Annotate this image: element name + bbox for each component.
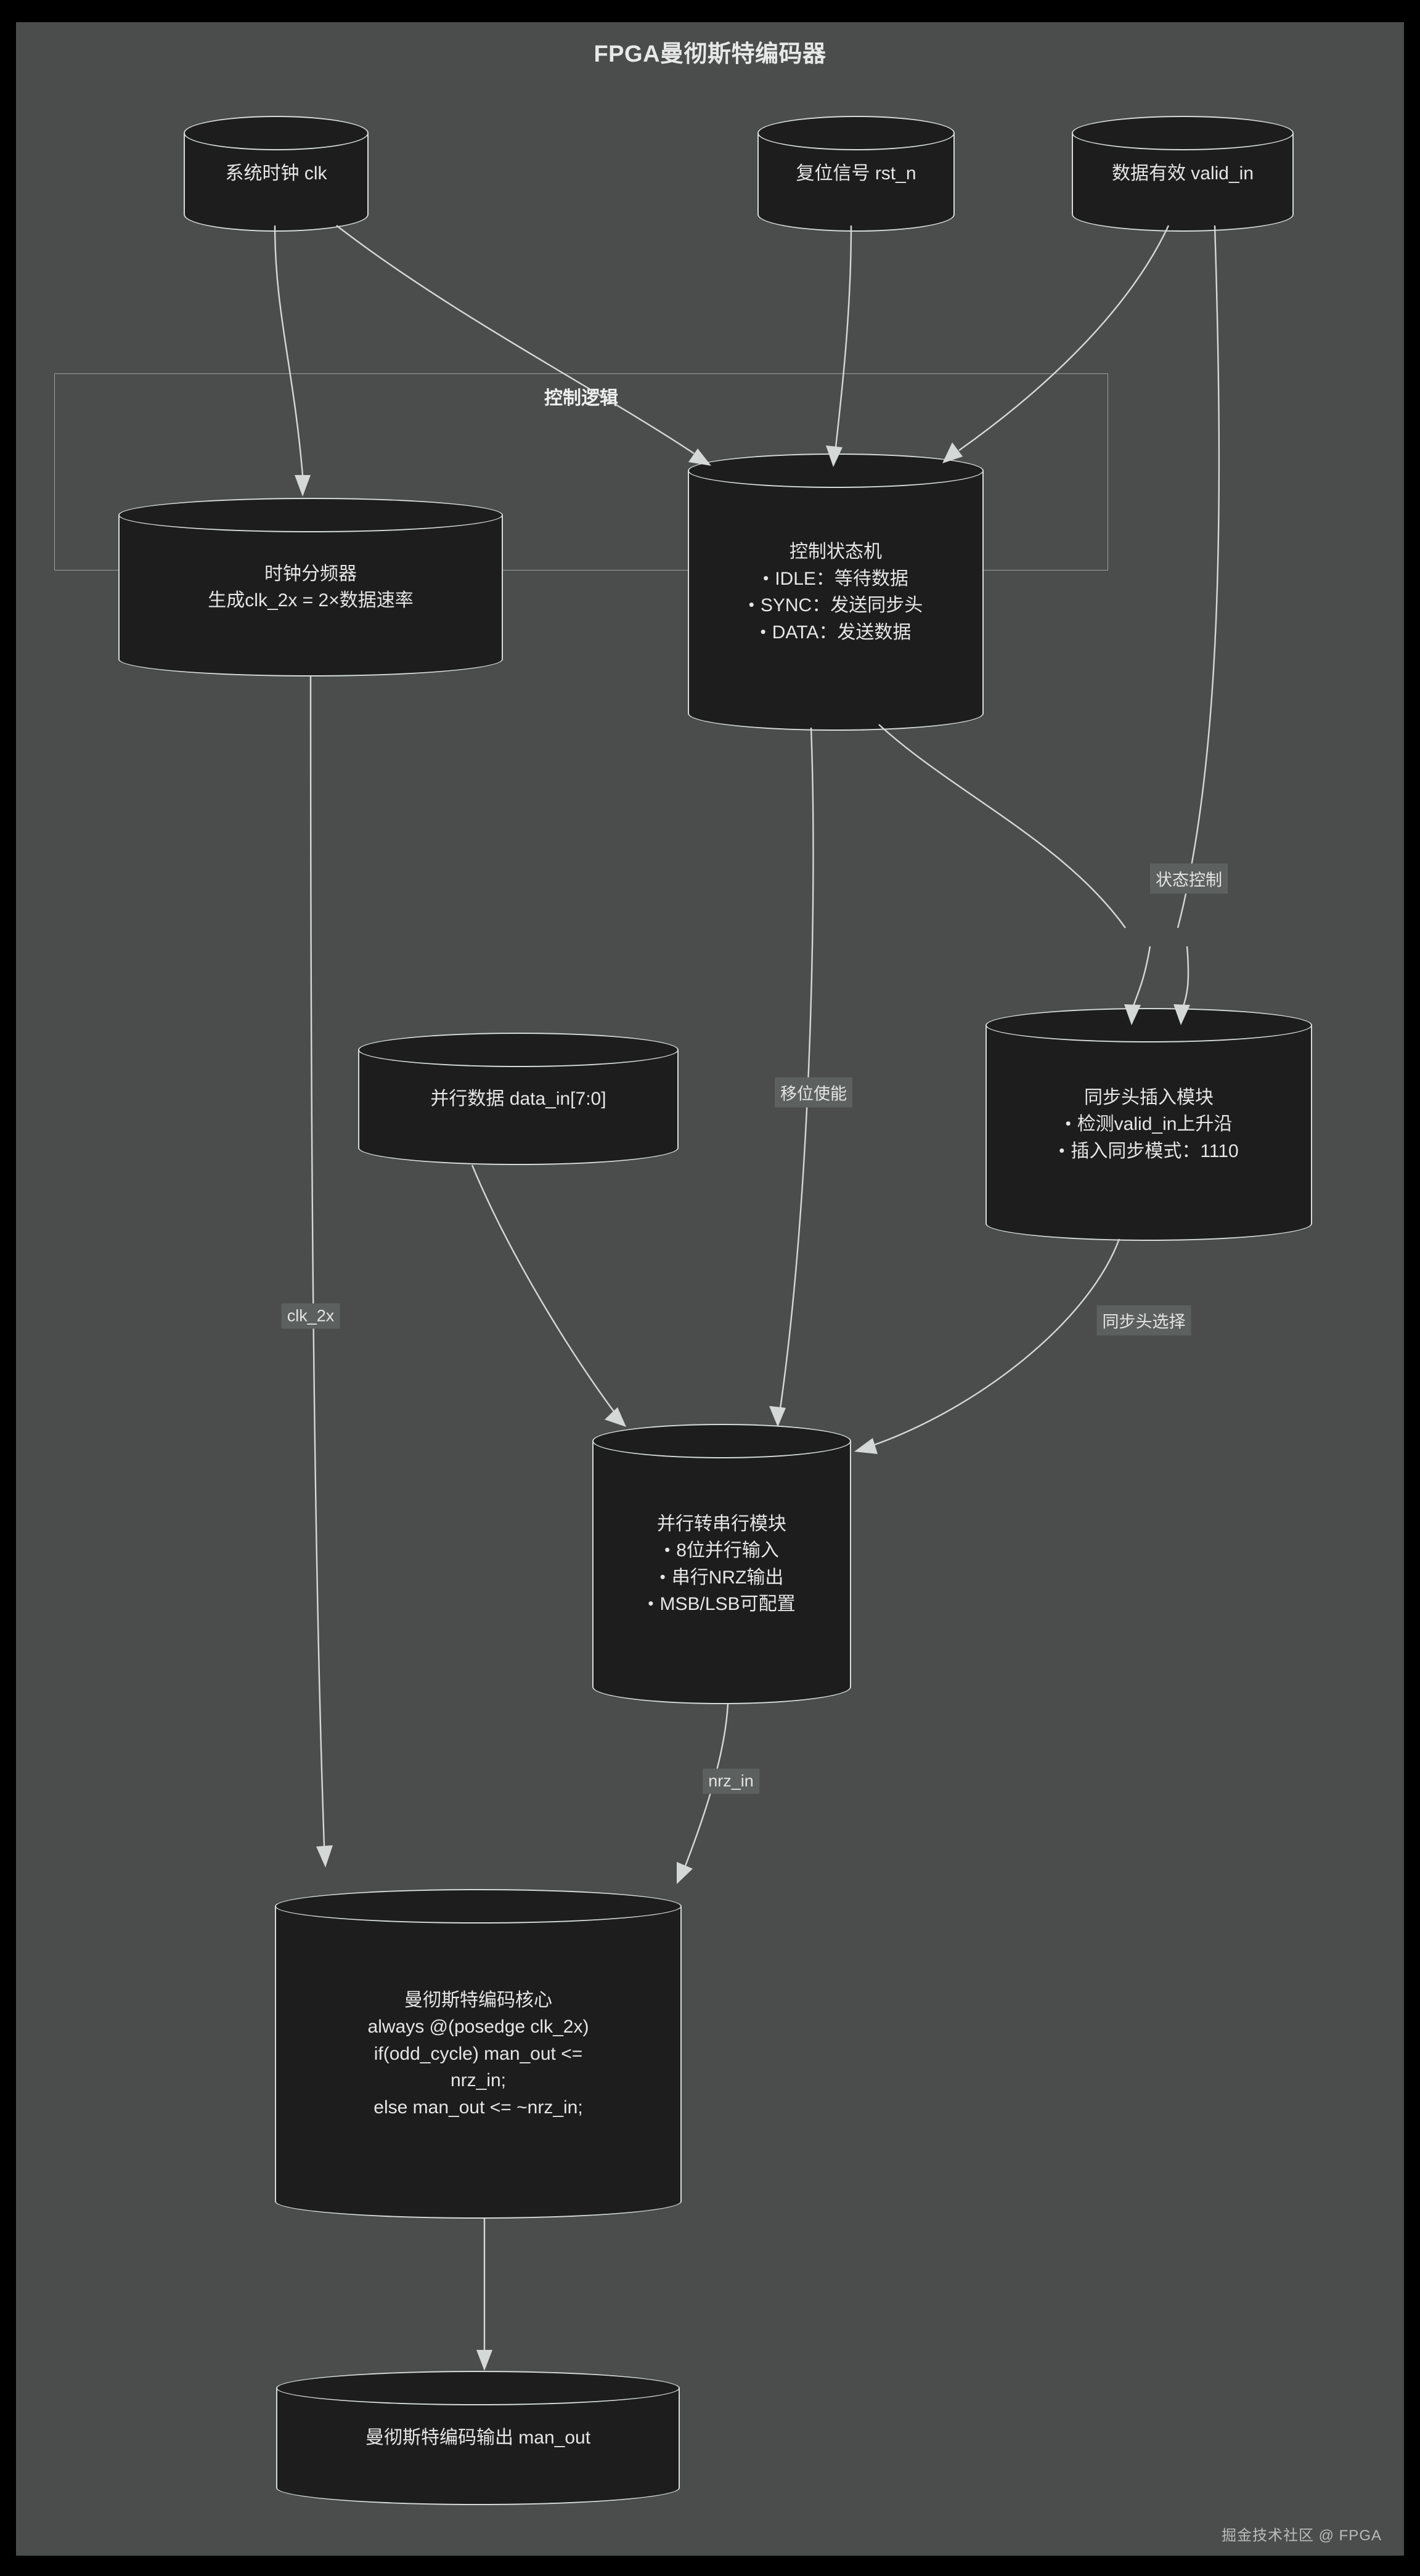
page-title: FPGA曼彻斯特编码器 bbox=[594, 41, 826, 67]
node-label-line: 同步头插入模块 bbox=[1084, 1087, 1214, 1108]
cylinder-top bbox=[1072, 116, 1294, 150]
node-parallel-to-serial[interactable]: 并行转串行模块 8位并行输入 串行NRZ输出 MSB/LSB可配置 bbox=[592, 1424, 851, 1704]
cylinder-body bbox=[118, 515, 503, 659]
node-label-line: if(odd_cycle) man_out <= bbox=[373, 2043, 583, 2064]
node-label-line: 时钟分频器 bbox=[264, 563, 357, 584]
node-label: 复位信号 rst_n bbox=[757, 133, 955, 214]
node-label-line: 数据有效 valid_in bbox=[1111, 163, 1254, 184]
node-label-line: 生成clk_2x = 2×数据速率 bbox=[208, 590, 414, 611]
edge-label-shift-enable: 移位使能 bbox=[775, 1077, 852, 1108]
node-label: 曼彻斯特编码输出 man_out bbox=[276, 2388, 680, 2488]
node-label: 时钟分频器 生成clk_2x = 2×数据速率 bbox=[118, 515, 503, 659]
cylinder-top bbox=[275, 1889, 682, 1924]
node-label-line: 并行数据 data_in[7:0] bbox=[430, 1088, 606, 1109]
node-label-bullet: SYNC：发送同步头 bbox=[749, 592, 923, 619]
node-label-line: 系统时钟 clk bbox=[225, 163, 327, 184]
node-label-bullet: 8位并行输入 bbox=[664, 1537, 779, 1564]
node-label: 曼彻斯特编码核心 always @(posedge clk_2x) if(odd… bbox=[275, 1906, 682, 2201]
cylinder-top bbox=[118, 498, 503, 532]
watermark: 掘金技术社区 @ FPGA bbox=[1221, 2527, 1382, 2544]
edge-label-clk-2x: clk_2x bbox=[281, 1303, 340, 1329]
cylinder-top bbox=[757, 116, 955, 150]
node-label: 数据有效 valid_in bbox=[1072, 133, 1294, 214]
node-label: 并行数据 data_in[7:0] bbox=[358, 1050, 679, 1148]
node-label-line: 曼彻斯特编码输出 man_out bbox=[365, 2428, 591, 2448]
node-label: 控制状态机 IDLE：等待数据 SYNC：发送同步头 DATA：发送数据 bbox=[688, 471, 984, 713]
node-label-line: 曼彻斯特编码核心 bbox=[404, 1989, 552, 2010]
node-label: 同步头插入模块 检测valid_in上升沿 插入同步模式：1110 bbox=[985, 1025, 1312, 1224]
node-label-line: else man_out <= ~nrz_in; bbox=[373, 2097, 583, 2118]
node-label-line: 并行转串行模块 bbox=[657, 1513, 786, 1534]
node-sync-header-insert[interactable]: 同步头插入模块 检测valid_in上升沿 插入同步模式：1110 bbox=[985, 1008, 1312, 1241]
node-manchester-output[interactable]: 曼彻斯特编码输出 man_out bbox=[276, 2371, 680, 2505]
node-label-bullet: 插入同步模式：1110 bbox=[1059, 1138, 1238, 1165]
node-system-clock[interactable]: 系统时钟 clk bbox=[184, 116, 369, 232]
diagram-canvas: FPGA曼彻斯特编码器 控制逻辑 bbox=[16, 22, 1404, 2556]
node-label-line: always @(posedge clk_2x) bbox=[367, 2017, 589, 2038]
node-label-line: 控制状态机 bbox=[790, 542, 882, 562]
cylinder-top bbox=[358, 1033, 679, 1067]
cylinder-top bbox=[592, 1424, 851, 1458]
node-label-bullet: 检测valid_in上升沿 bbox=[1066, 1111, 1233, 1138]
node-label-bullet: MSB/LSB可配置 bbox=[648, 1591, 796, 1618]
node-label-bullet: IDLE：等待数据 bbox=[763, 566, 908, 593]
node-clock-divider[interactable]: 时钟分频器 生成clk_2x = 2×数据速率 bbox=[118, 498, 503, 677]
node-label-line: 复位信号 rst_n bbox=[796, 163, 916, 184]
cylinder-top bbox=[276, 2371, 680, 2405]
edge-label-sync-select: 同步头选择 bbox=[1096, 1305, 1191, 1336]
edge-layer bbox=[274, 225, 1220, 2371]
cylinder-body bbox=[275, 1906, 682, 2201]
node-reset-signal[interactable]: 复位信号 rst_n bbox=[757, 116, 955, 232]
node-label-bullet: DATA：发送数据 bbox=[761, 619, 912, 646]
node-label-line: nrz_in; bbox=[450, 2070, 507, 2091]
node-label-bullet: 串行NRZ输出 bbox=[660, 1564, 784, 1591]
node-label: 并行转串行模块 8位并行输入 串行NRZ输出 MSB/LSB可配置 bbox=[592, 1441, 851, 1687]
node-parallel-data-in[interactable]: 并行数据 data_in[7:0] bbox=[358, 1033, 679, 1165]
cylinder-top bbox=[184, 116, 369, 150]
edge-label-nrz-in: nrz_in bbox=[703, 1768, 759, 1794]
cylinder-top bbox=[985, 1008, 1312, 1042]
subgraph-control-logic: 控制逻辑 bbox=[54, 373, 1108, 571]
node-control-fsm[interactable]: 控制状态机 IDLE：等待数据 SYNC：发送同步头 DATA：发送数据 bbox=[688, 453, 984, 731]
node-manchester-encode-core[interactable]: 曼彻斯特编码核心 always @(posedge clk_2x) if(odd… bbox=[275, 1889, 682, 2219]
node-label: 系统时钟 clk bbox=[184, 133, 369, 214]
node-data-valid[interactable]: 数据有效 valid_in bbox=[1072, 116, 1294, 232]
edge-label-state-control: 状态控制 bbox=[1150, 863, 1228, 894]
